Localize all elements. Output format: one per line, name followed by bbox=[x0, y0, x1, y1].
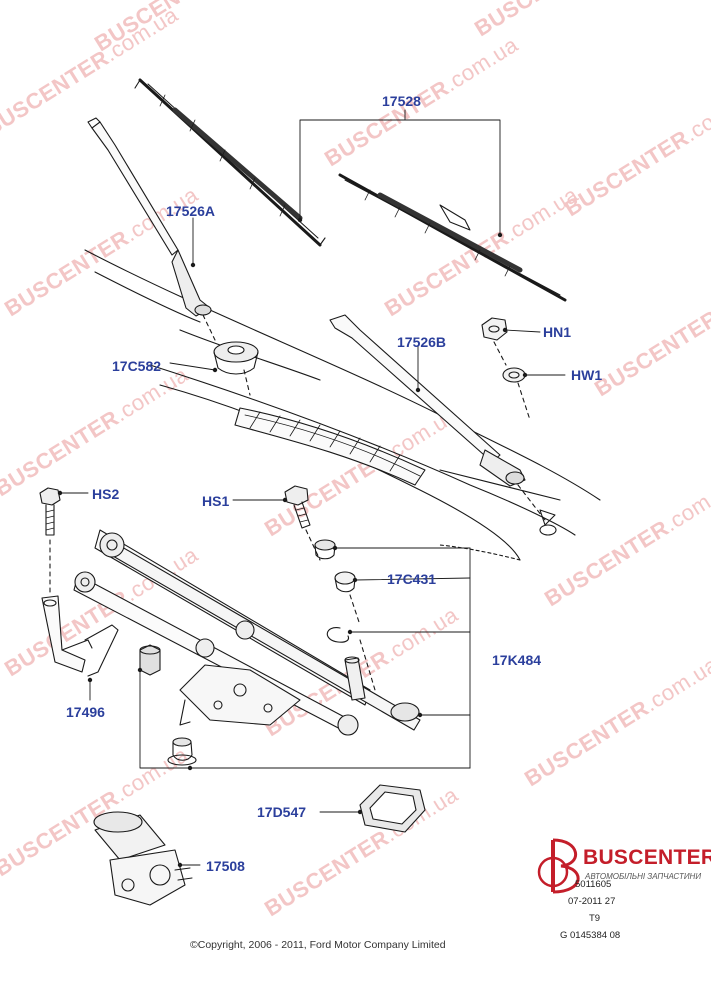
ref-code-2: 07-2011 27 bbox=[568, 896, 616, 907]
wiper-arm-left bbox=[87, 117, 216, 341]
cowl-vent-grille bbox=[234, 407, 426, 486]
ref-code-1: 5011605 bbox=[575, 879, 612, 890]
motor-cover bbox=[359, 784, 426, 833]
callout-hs2: HS2 bbox=[92, 486, 120, 502]
callout-17526b: 17526B bbox=[397, 334, 447, 350]
wiper-linkage bbox=[73, 529, 421, 736]
copyright-notice: ©Copyright, 2006 - 2011, Ford Motor Comp… bbox=[190, 939, 446, 951]
buscenter-logo: BUSCENTER АВТОМОБІЛЬНІ ЗАПЧАСТИНИ bbox=[535, 832, 711, 972]
leader-lines bbox=[59, 109, 566, 866]
ref-code-3: T9 bbox=[589, 913, 601, 924]
rubber-grommet bbox=[139, 644, 161, 676]
cowl-panel bbox=[84, 249, 601, 561]
leader-dots bbox=[57, 217, 528, 868]
wiper-motor bbox=[93, 811, 193, 906]
callout-hw1: HW1 bbox=[571, 367, 603, 383]
mounting-bracket bbox=[41, 595, 119, 677]
logo-tagline: АВТОМОБІЛЬНІ ЗАПЧАСТИНИ bbox=[585, 872, 702, 881]
logo-mark-icon bbox=[537, 838, 580, 894]
bolt-hs1 bbox=[284, 485, 321, 561]
wiper-blade-right bbox=[338, 173, 567, 302]
callout-17c431: 17C431 bbox=[387, 571, 437, 587]
callout-17k484: 17K484 bbox=[492, 652, 542, 668]
washer-hw1 bbox=[502, 367, 531, 421]
retaining-clip bbox=[326, 627, 376, 691]
callout-17526a: 17526A bbox=[166, 203, 216, 219]
callout-17c582: 17C582 bbox=[112, 358, 162, 374]
callout-17496: 17496 bbox=[66, 704, 105, 720]
wiper-blade-left bbox=[134, 78, 326, 247]
callout-17d547: 17D547 bbox=[257, 804, 307, 820]
bolt-hs2 bbox=[39, 487, 61, 596]
callout-hn1: HN1 bbox=[543, 324, 572, 340]
nut-hn1 bbox=[481, 317, 508, 366]
callout-hs1: HS1 bbox=[202, 493, 230, 509]
logo-name: BUSCENTER bbox=[583, 846, 711, 869]
callout-17528: 17528 bbox=[382, 93, 421, 109]
callout-17508: 17508 bbox=[206, 858, 245, 874]
ref-code-4: G 0145384 08 bbox=[560, 930, 621, 941]
spacer-bush bbox=[167, 737, 197, 766]
wiper-arm-right bbox=[329, 314, 557, 536]
bushing-upper bbox=[314, 539, 336, 560]
pivot-cap bbox=[213, 341, 259, 396]
